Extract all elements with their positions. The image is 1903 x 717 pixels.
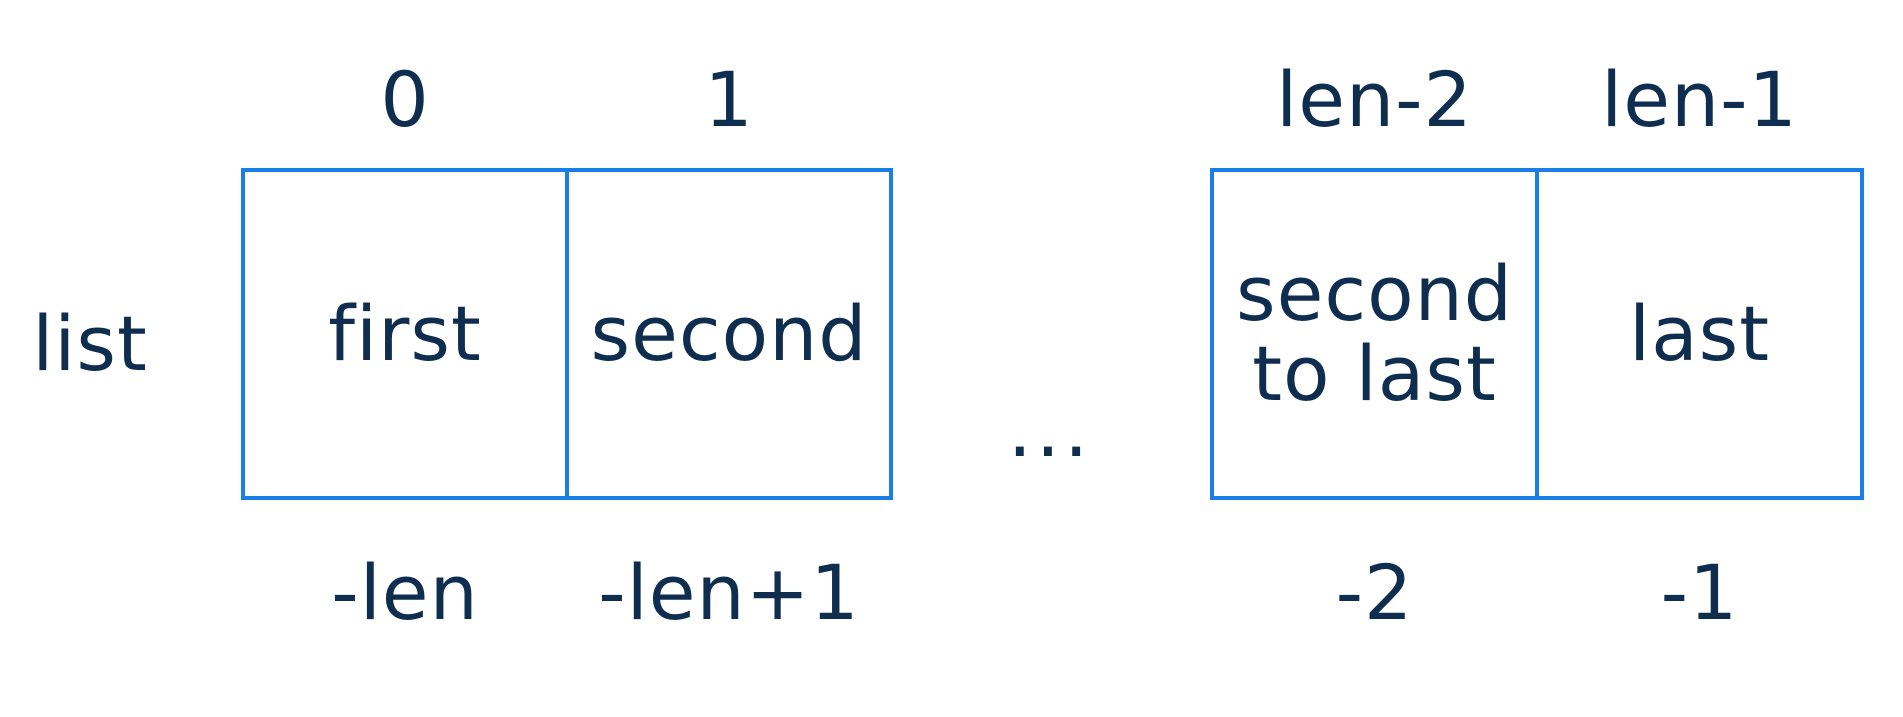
cell-second-text: second bbox=[590, 289, 868, 379]
positive-index-len-1: len-1 bbox=[1601, 55, 1798, 144]
cell-second-to-last: second to last bbox=[1210, 168, 1539, 500]
cell-first-text: first bbox=[328, 289, 482, 379]
cell-second: second bbox=[565, 168, 893, 500]
negative-index-len-plus-1: -len+1 bbox=[598, 548, 860, 637]
cell-second-to-last-text: second to last bbox=[1235, 249, 1514, 418]
positive-index-1: 1 bbox=[704, 55, 754, 144]
negative-index-len: -len bbox=[331, 548, 479, 637]
negative-index-2: -2 bbox=[1335, 548, 1414, 637]
cell-first: first bbox=[241, 168, 569, 500]
cell-last-text: last bbox=[1628, 289, 1771, 379]
cell-last: last bbox=[1535, 168, 1864, 500]
positive-index-len-2: len-2 bbox=[1276, 55, 1473, 144]
ellipsis: ... bbox=[1007, 385, 1093, 474]
list-label: list bbox=[32, 299, 148, 388]
negative-index-1: -1 bbox=[1660, 548, 1739, 637]
positive-index-0: 0 bbox=[380, 55, 430, 144]
